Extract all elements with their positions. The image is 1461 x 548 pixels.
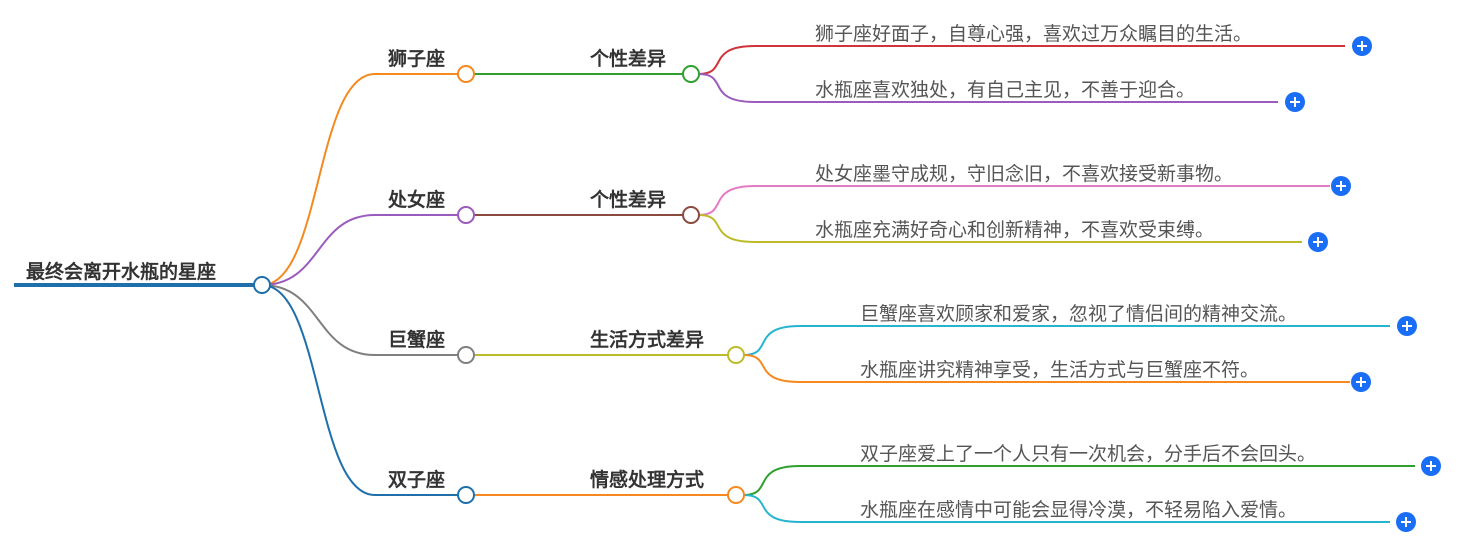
connector-line [743, 354, 1350, 383]
connector-line [261, 214, 458, 286]
connector-line [261, 73, 458, 286]
branch-collapse-toggle[interactable] [457, 206, 475, 224]
plus-glyph [1356, 377, 1366, 387]
connector-line [698, 45, 1345, 75]
topic-node[interactable]: 个性差异 [589, 47, 700, 83]
connector-line [743, 465, 1415, 496]
connector-line [261, 284, 458, 496]
branch-node-leo[interactable]: 狮子座 [388, 47, 475, 83]
plus-glyph [1426, 461, 1436, 471]
topic-node[interactable]: 个性差异 [589, 188, 700, 224]
topic-label: 个性差异 [589, 188, 666, 211]
plus-glyph [1290, 97, 1300, 107]
connector-line [698, 185, 1330, 216]
plus-glyph [1402, 321, 1412, 331]
plus-glyph [1401, 517, 1411, 527]
plus-glyph [1313, 237, 1323, 247]
expand-button[interactable] [1396, 512, 1416, 532]
leaf-text: 巨蟹座喜欢顾家和爱家，忽视了情侣间的精神交流。 [860, 303, 1297, 325]
plus-glyph [1336, 181, 1346, 191]
branch-label: 处女座 [387, 188, 445, 211]
branch-node-gemini[interactable]: 双子座 [388, 468, 475, 504]
leaf-text: 水瓶座喜欢独处，有自己主见，不善于迎合。 [815, 79, 1195, 101]
topic-label: 情感处理方式 [590, 468, 704, 491]
leaf-text: 水瓶座讲究精神享受，生活方式与巨蟹座不符。 [860, 359, 1259, 381]
leaf-text: 处女座墨守成规，守旧念旧，不喜欢接受新事物。 [815, 162, 1233, 185]
branch-label: 狮子座 [388, 47, 445, 70]
topic-collapse-toggle[interactable] [727, 486, 745, 504]
leaf-text: 水瓶座充满好奇心和创新精神，不喜欢受束缚。 [815, 219, 1214, 241]
topic-label: 生活方式差异 [590, 328, 704, 351]
root-node[interactable]: 最终会离开水瓶的星座 [14, 260, 271, 294]
connector-line [698, 214, 1302, 243]
topic-collapse-toggle[interactable] [727, 346, 745, 364]
expand-button[interactable] [1421, 456, 1441, 476]
root-label: 最终会离开水瓶的星座 [26, 260, 216, 283]
leaf-text: 双子座爱上了一个人只有一次机会，分手后不会回头。 [860, 443, 1316, 465]
expand-button[interactable] [1331, 176, 1351, 196]
branch-label: 双子座 [388, 468, 445, 491]
expand-button[interactable] [1352, 36, 1372, 56]
expand-button[interactable] [1397, 316, 1417, 336]
branch-node-cancer[interactable]: 巨蟹座 [388, 328, 475, 364]
topic-label: 个性差异 [589, 47, 666, 70]
branch-collapse-toggle[interactable] [457, 65, 475, 83]
connector-line [261, 284, 458, 356]
root-collapse-toggle[interactable] [253, 276, 271, 294]
topic-node[interactable]: 情感处理方式 [590, 468, 745, 504]
leaf-text: 水瓶座在感情中可能会显得冷漠，不轻易陷入爱情。 [860, 499, 1297, 521]
connector-line [743, 325, 1390, 356]
expand-button[interactable] [1308, 232, 1328, 252]
topic-collapse-toggle[interactable] [682, 65, 700, 83]
topic-node[interactable]: 生活方式差异 [590, 328, 745, 364]
branch-label: 巨蟹座 [388, 328, 445, 351]
plus-glyph [1357, 41, 1367, 51]
connector-line [743, 494, 1390, 523]
topic-collapse-toggle[interactable] [682, 206, 700, 224]
connector-line [698, 73, 1278, 103]
connector-lines [261, 45, 1415, 523]
expand-button[interactable] [1285, 92, 1305, 112]
branch-collapse-toggle[interactable] [457, 486, 475, 504]
branch-node-virgo[interactable]: 处女座 [387, 188, 475, 224]
leaf-text: 狮子座好面子，自尊心强，喜欢过万众瞩目的生活。 [815, 23, 1252, 45]
expand-button[interactable] [1351, 372, 1371, 392]
branch-collapse-toggle[interactable] [457, 346, 475, 364]
